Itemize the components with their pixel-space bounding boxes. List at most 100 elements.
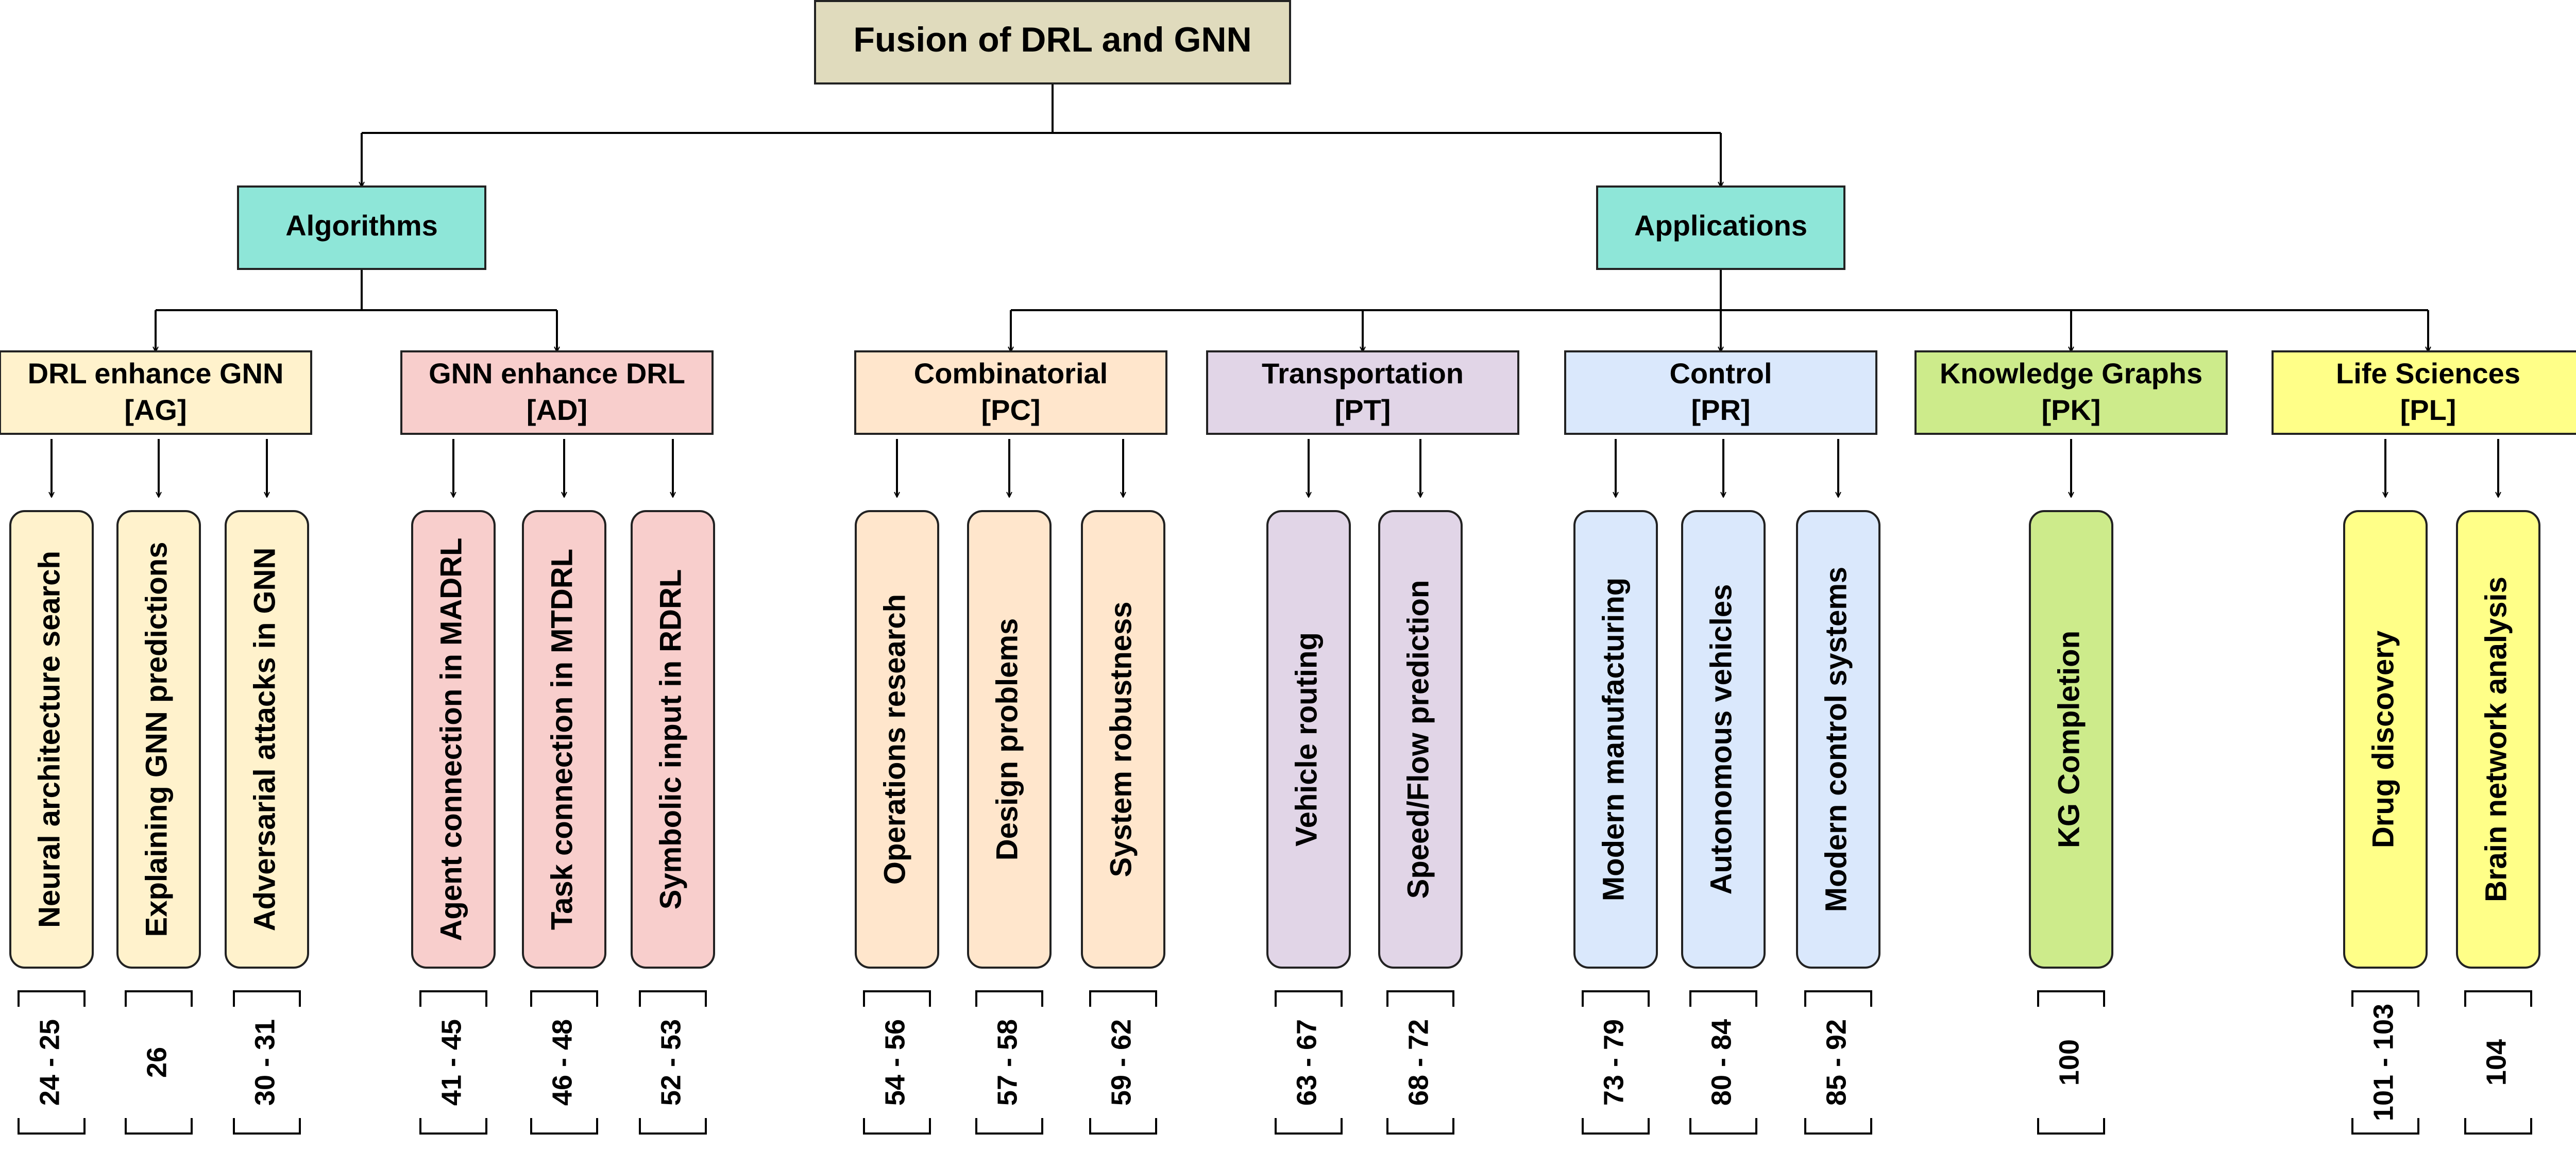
reference-bracket-top — [2037, 990, 2105, 1007]
category-name: GNN enhance DRL — [429, 357, 685, 390]
category-name: Combinatorial — [914, 357, 1108, 390]
leaf-vehicle-routing — [1266, 510, 1351, 969]
reference-bracket-bottom — [530, 1118, 598, 1135]
category-name: Knowledge Graphs — [1940, 357, 2202, 390]
reference-bracket-top — [530, 990, 598, 1007]
category-name: DRL enhance GNN — [28, 357, 284, 390]
category-ag — [0, 350, 312, 435]
reference-bracket-top — [639, 990, 707, 1007]
applications-branch-node — [1596, 185, 1845, 270]
reference-bracket-top — [1386, 990, 1454, 1007]
category-pl — [2272, 350, 2576, 435]
leaf-drug-discovery — [2343, 510, 2428, 969]
reference-range: 101 - 103 — [2368, 1004, 2399, 1121]
reference-bracket-top — [1804, 990, 1872, 1007]
leaf-label: Neural architecture search — [32, 551, 66, 928]
reference-bracket-top — [1275, 990, 1343, 1007]
leaf-label: Vehicle routing — [1290, 632, 1323, 847]
leaf-label: Modern manufacturing — [1597, 578, 1630, 901]
reference-bracket-top — [233, 990, 301, 1007]
leaf-symbolic-input-in-rdrl — [631, 510, 715, 969]
leaf-speed-flow-prediction — [1378, 510, 1463, 969]
category-ad — [400, 350, 714, 435]
leaf-label: Brain network analysis — [2479, 577, 2513, 902]
leaf-brain-network-analysis — [2456, 510, 2540, 969]
reference-bracket-bottom — [233, 1118, 301, 1135]
leaf-label: Drug discovery — [2366, 631, 2400, 848]
root-node — [814, 0, 1291, 84]
category-pk — [1914, 350, 2228, 435]
reference-range: 30 - 31 — [249, 1019, 280, 1106]
category-code: [AG] — [124, 394, 187, 426]
leaf-explaining-gnn-predictions — [116, 510, 201, 969]
category-code: [PR] — [1691, 394, 1750, 426]
reference-bracket-bottom — [18, 1118, 86, 1135]
leaf-label: Adversarial attacks in GNN — [248, 548, 281, 932]
leaf-kg-completion — [2029, 510, 2113, 969]
reference-bracket-top — [1689, 990, 1757, 1007]
leaf-design-problems — [967, 510, 1052, 969]
reference-bracket-bottom — [1386, 1118, 1454, 1135]
reference-range: 68 - 72 — [1403, 1019, 1434, 1106]
reference-range: 59 - 62 — [1106, 1019, 1137, 1106]
reference-bracket-top — [863, 990, 931, 1007]
reference-range: 57 - 58 — [992, 1019, 1023, 1106]
reference-bracket-top — [1089, 990, 1157, 1007]
reference-bracket-bottom — [125, 1118, 193, 1135]
category-code: [PC] — [981, 394, 1040, 426]
reference-bracket-bottom — [975, 1118, 1043, 1135]
reference-range: 100 — [2054, 1039, 2084, 1086]
leaf-label: Speed/Flow prediction — [1401, 580, 1435, 899]
reference-bracket-top — [125, 990, 193, 1007]
category-pt — [1206, 350, 1519, 435]
leaf-label: Task connection in MTDRL — [545, 549, 579, 930]
reference-bracket-top — [18, 990, 86, 1007]
reference-range: 80 - 84 — [1706, 1019, 1737, 1106]
reference-bracket-bottom — [2464, 1118, 2532, 1135]
leaf-label: Symbolic input in RDRL — [654, 569, 687, 910]
reference-bracket-bottom — [1089, 1118, 1157, 1135]
reference-bracket-bottom — [419, 1118, 487, 1135]
leaf-label: Autonomous vehicles — [1704, 584, 1738, 895]
root-title: Fusion of DRL and GNN — [853, 20, 1251, 59]
category-name: Transportation — [1262, 357, 1464, 390]
reference-bracket-top — [2351, 990, 2419, 1007]
reference-bracket-bottom — [1689, 1118, 1757, 1135]
reference-range: 52 - 53 — [655, 1019, 686, 1106]
reference-bracket-bottom — [863, 1118, 931, 1135]
category-code: [PT] — [1335, 394, 1391, 426]
reference-bracket-bottom — [1275, 1118, 1343, 1135]
algorithms-branch-label: Algorithms — [285, 209, 438, 242]
category-name: Life Sciences — [2336, 357, 2520, 390]
category-name: Control — [1669, 357, 1772, 390]
leaf-agent-connection-in-madrl — [411, 510, 496, 969]
leaf-label: Explaining GNN predictions — [140, 542, 173, 937]
category-code: [PL] — [2400, 394, 2456, 426]
category-pc — [854, 350, 1167, 435]
reference-range: 104 — [2481, 1039, 2512, 1086]
category-code: [PK] — [2041, 394, 2100, 426]
leaf-neural-architecture-search — [9, 510, 94, 969]
category-code: [AD] — [527, 394, 587, 426]
reference-range: 24 - 25 — [34, 1019, 65, 1106]
reference-bracket-top — [1582, 990, 1650, 1007]
applications-branch-label: Applications — [1634, 209, 1807, 242]
connector-lines — [52, 83, 2498, 497]
reference-bracket-top — [975, 990, 1043, 1007]
leaf-adversarial-attacks-in-gnn — [225, 510, 309, 969]
reference-range: 26 — [141, 1047, 172, 1078]
leaf-label: Modern control systems — [1819, 567, 1853, 912]
leaf-label: System robustness — [1104, 601, 1138, 877]
reference-bracket-bottom — [1582, 1118, 1650, 1135]
reference-range: 46 - 48 — [547, 1019, 578, 1106]
reference-range: 41 - 45 — [436, 1019, 467, 1106]
leaf-operations-research — [855, 510, 939, 969]
leaf-modern-manufacturing — [1573, 510, 1658, 969]
leaf-label: KG Completion — [2052, 631, 2086, 848]
algorithms-branch-node — [237, 185, 486, 270]
leaf-label: Operations research — [878, 594, 911, 885]
leaf-label: Agent connection in MADRL — [434, 538, 468, 941]
leaf-autonomous-vehicles — [1681, 510, 1766, 969]
